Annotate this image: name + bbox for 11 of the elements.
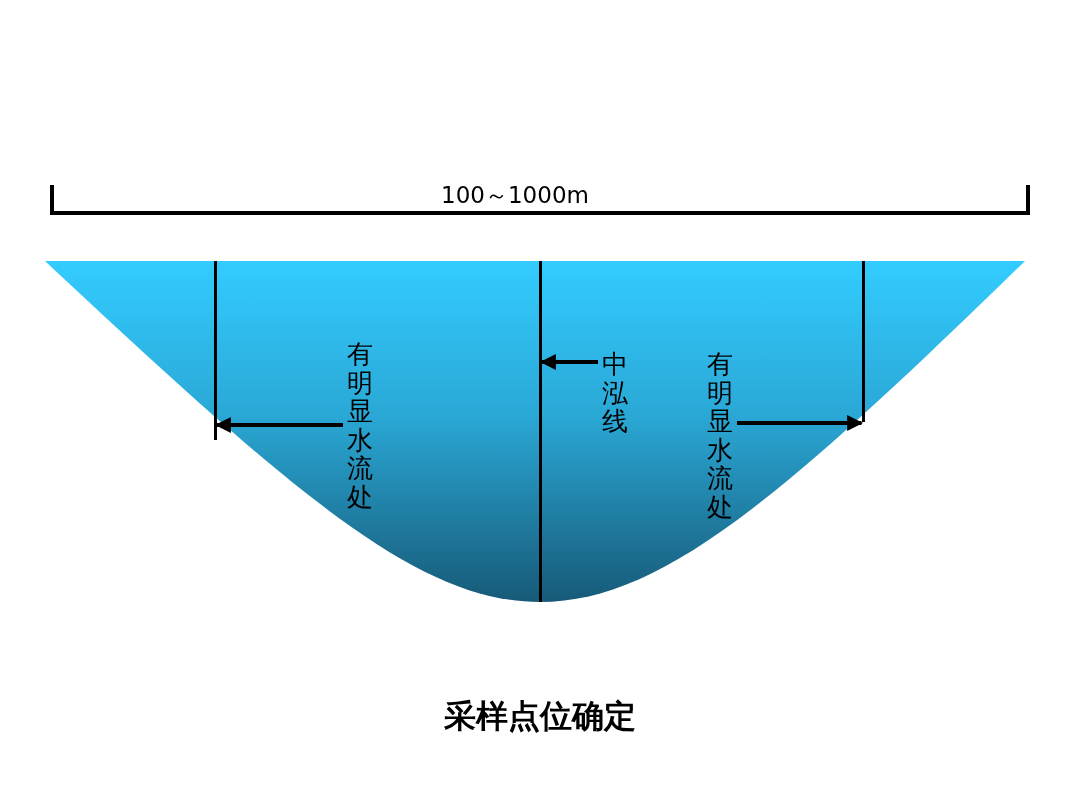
- arrow: [214, 417, 343, 433]
- vertical-label: 有明显水流处: [707, 350, 733, 522]
- vertical-label: 中泓线: [602, 350, 628, 436]
- sampling-vertical-line: [213, 261, 217, 440]
- dimension-label: 100～1000m: [440, 181, 590, 210]
- title: 采样点位确定: [443, 696, 637, 737]
- sampling-vertical-line: [861, 261, 865, 422]
- sampling-vertical-line: [538, 261, 542, 602]
- arrow: [539, 354, 598, 370]
- vertical-label: 有明显水流处: [347, 340, 373, 512]
- arrow: [737, 415, 864, 431]
